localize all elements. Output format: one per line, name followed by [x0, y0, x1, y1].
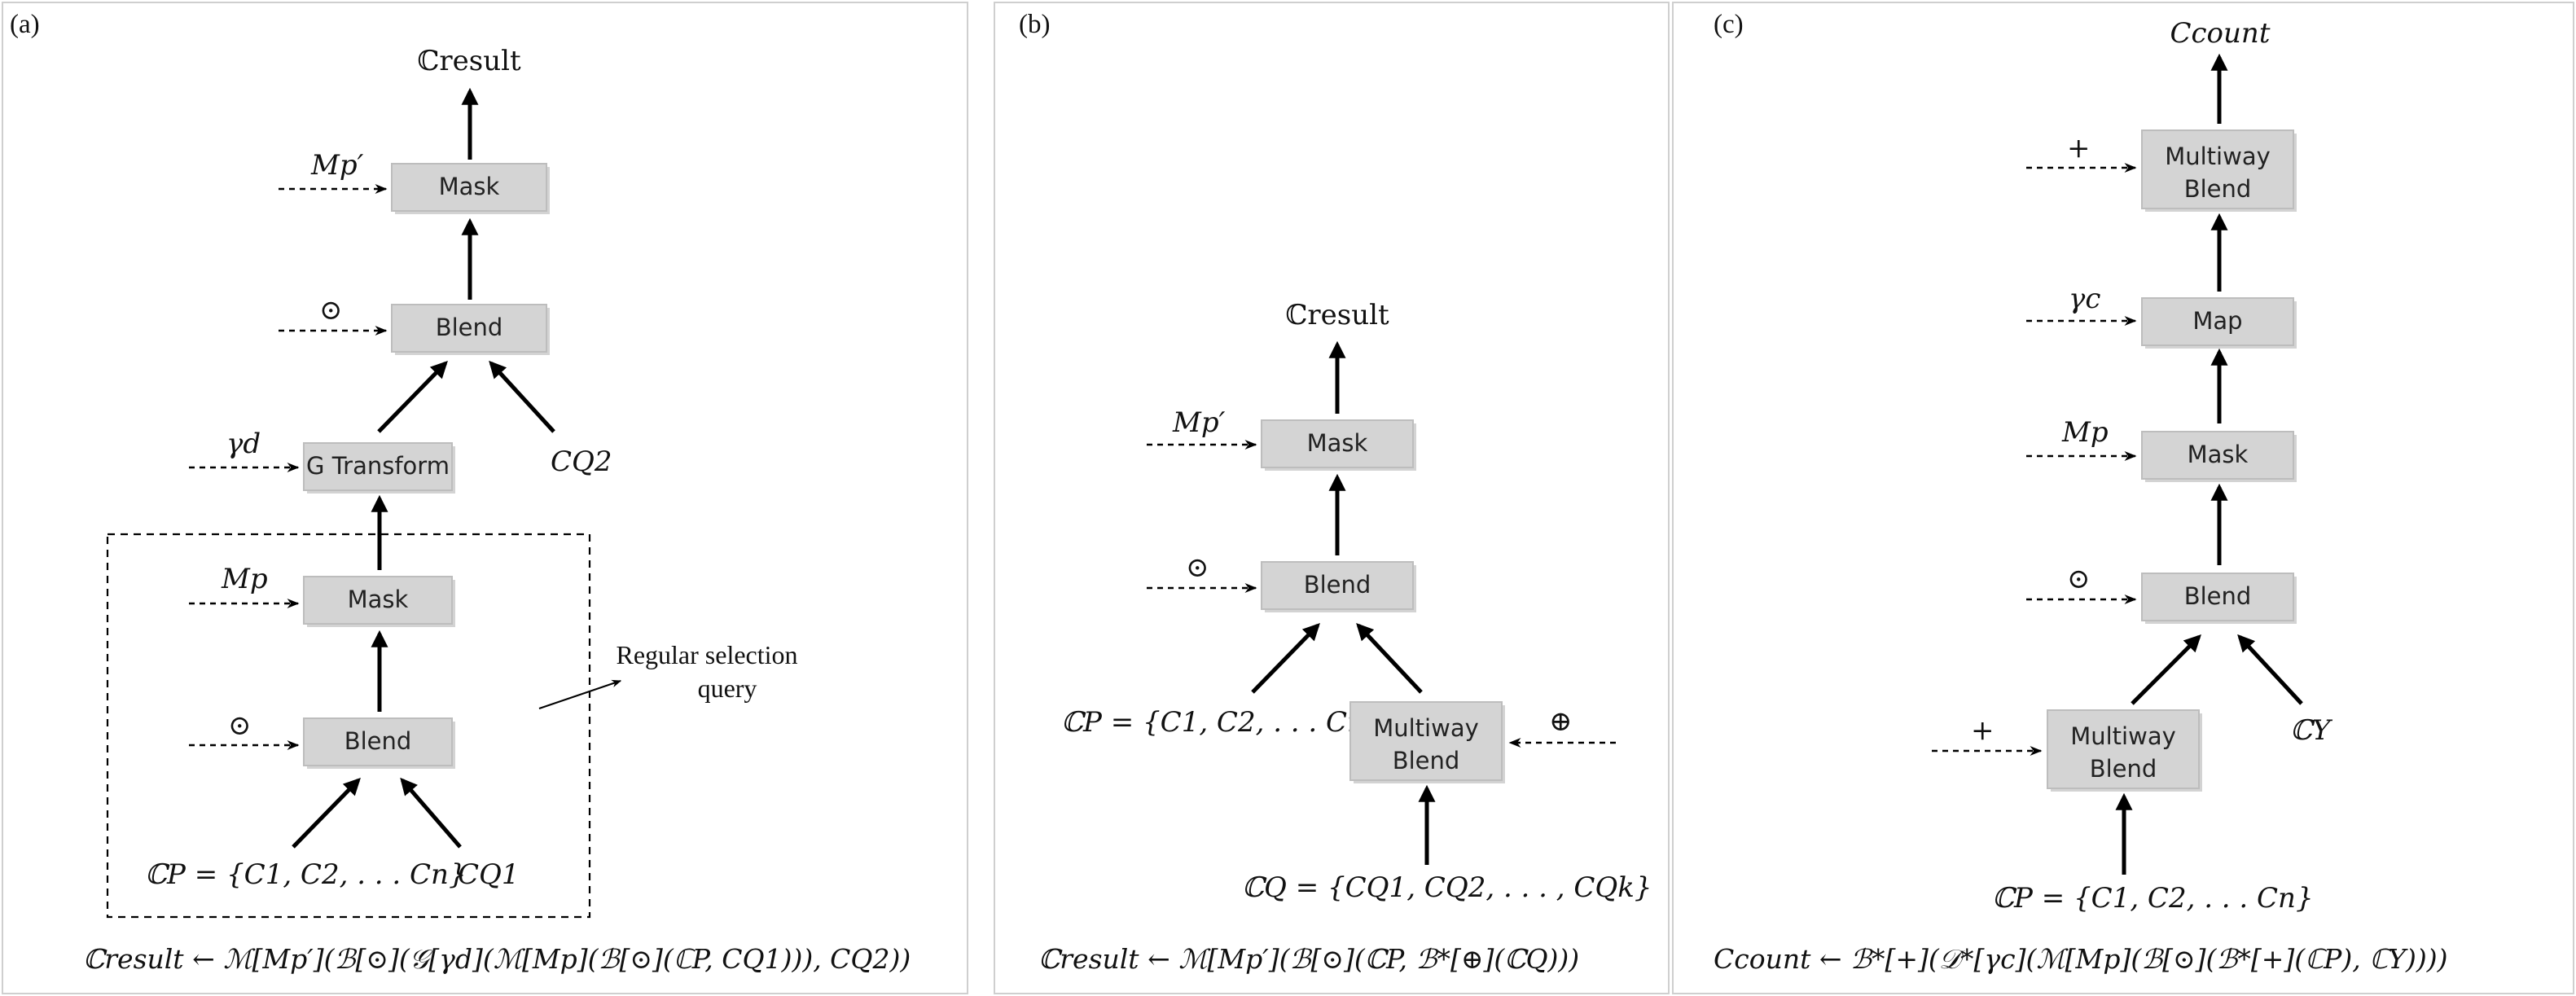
input-plus-top-c: + — [2067, 132, 2091, 165]
multiway-blend-top-c-line-1: Multiway — [2165, 143, 2271, 170]
input-plus-bottom-c: + — [1971, 714, 1995, 747]
multiway-blend-b-line-1: Multiway — [1373, 714, 1479, 742]
panel-c: (c) Ccount Multiway Blend + Map γc Mask … — [1714, 10, 2448, 975]
panel-c-label: (c) — [1714, 10, 1744, 39]
input-odot-top: ⊙ — [319, 294, 343, 327]
panel-b-frame — [994, 2, 1670, 994]
regular-selection-region — [106, 533, 591, 919]
mask-box-inner-label: Mask — [348, 586, 409, 613]
input-odot-b: ⊙ — [1186, 551, 1209, 584]
arrow-cp-to-blend — [292, 777, 361, 849]
panel-c-formula: Ccount ← ℬ*[+](𝒟*[γc](ℳ[Mp](ℬ[⊙](ℬ*[+](ℂ… — [1714, 943, 2448, 975]
panel-a-formula: ℂresult ← ℳ[Mp′](ℬ[⊙](𝒢[γd](ℳ[Mp](ℬ[⊙](ℂ… — [83, 943, 911, 975]
input-mp-prime-b: Mp′ — [1172, 406, 1226, 439]
arrow-gtransform-to-blend — [377, 360, 448, 433]
blend-box-inner-label: Blend — [344, 727, 412, 755]
arrow-multiway-to-blend-b — [1356, 622, 1423, 694]
input-cp-set-c: ℂP = {C1, C2, . . . Cn} — [1992, 882, 2314, 915]
input-mp-c: Mp — [2061, 416, 2109, 449]
mask-box-inner: Mask — [303, 576, 455, 627]
map-box-c-label: Map — [2192, 307, 2242, 335]
arrow-cp-to-blend-b — [1251, 622, 1320, 694]
multiway-blend-bottom-c-line-1: Multiway — [2070, 722, 2176, 750]
panel-b-formula: ℂresult ← ℳ[Mp′](ℬ[⊙](ℂP, ℬ*[⊕](ℂQ))) — [1038, 943, 1579, 975]
input-odot-inner: ⊙ — [228, 709, 252, 742]
multiway-blend-box-b: Multiway Blend — [1349, 701, 1505, 783]
input-oplus-b: ⊕ — [1549, 705, 1573, 738]
input-cq1: CQ1 — [458, 858, 520, 891]
arrow-cq1-to-blend — [400, 777, 462, 849]
arrow-multiway-bottom-to-blend-c — [2131, 634, 2201, 705]
input-cq-set-b: ℂQ = {CQ1, CQ2, . . . , CQk} — [1242, 871, 1652, 904]
blend-box-b-label: Blend — [1304, 571, 1371, 599]
multiway-blend-box-top-c: Multiway Blend — [2141, 129, 2297, 212]
mask-box-top-label: Mask — [439, 173, 500, 200]
panel-a-frame — [2, 2, 968, 994]
annotation-line-2: query — [698, 674, 757, 703]
multiway-blend-box-bottom-c: Multiway Blend — [2047, 709, 2202, 792]
map-box-c: Map — [2141, 297, 2297, 349]
blend-box-top-label: Blend — [436, 314, 503, 341]
input-cp-set: ℂP = {C1, C2, . . . Cn} — [145, 858, 467, 891]
input-mp: Mp — [221, 563, 268, 595]
blend-box-b: Blend — [1261, 561, 1416, 612]
annotation-pointer — [538, 679, 622, 709]
mask-box-b-label: Mask — [1307, 429, 1368, 457]
panel-b: (b) ℂresult Mask Mp′ Blend ⊙ ℂP = {C1, C… — [1019, 10, 1652, 975]
mask-box-c: Mask — [2141, 431, 2297, 482]
panel-c-output: Ccount — [2170, 17, 2271, 50]
multiway-blend-top-c-line-2: Blend — [2184, 175, 2252, 203]
annotation-line-1: Regular selection — [616, 640, 797, 669]
arrow-cy-to-blend-c — [2237, 634, 2303, 705]
blend-box-inner: Blend — [303, 717, 455, 769]
mask-box-b: Mask — [1261, 419, 1416, 471]
input-cy-c: ℂY — [2290, 714, 2333, 747]
g-transform-label: G Transform — [306, 452, 450, 480]
panel-b-label: (b) — [1019, 10, 1050, 39]
input-gamma-c: γc — [2069, 283, 2100, 315]
input-cp-set-b: ℂP = {C1, C2, . . . Cn} — [1061, 706, 1383, 739]
input-odot-c: ⊙ — [2067, 563, 2091, 595]
mask-box-top: Mask — [391, 163, 550, 214]
g-transform-box: G Transform — [303, 442, 455, 494]
multiway-blend-b-line-2: Blend — [1393, 747, 1460, 774]
input-mp-prime: Mp′ — [310, 149, 364, 182]
panel-a-label: (a) — [10, 10, 40, 39]
arrow-cq2-to-blend — [489, 360, 555, 433]
input-gamma-d: γd — [226, 428, 261, 460]
panel-a: (a) ℂresult Mask Mp′ Blend ⊙ CQ2 G Trans… — [10, 10, 911, 975]
blend-box-c: Blend — [2141, 573, 2297, 624]
input-cq2: CQ2 — [551, 445, 612, 478]
mask-box-c-label: Mask — [2188, 441, 2249, 468]
blend-box-top: Blend — [391, 304, 550, 355]
panel-a-output: ℂresult — [417, 45, 521, 77]
panel-b-output: ℂresult — [1285, 299, 1389, 331]
multiway-blend-bottom-c-line-2: Blend — [2090, 755, 2157, 783]
blend-box-c-label: Blend — [2184, 582, 2252, 610]
